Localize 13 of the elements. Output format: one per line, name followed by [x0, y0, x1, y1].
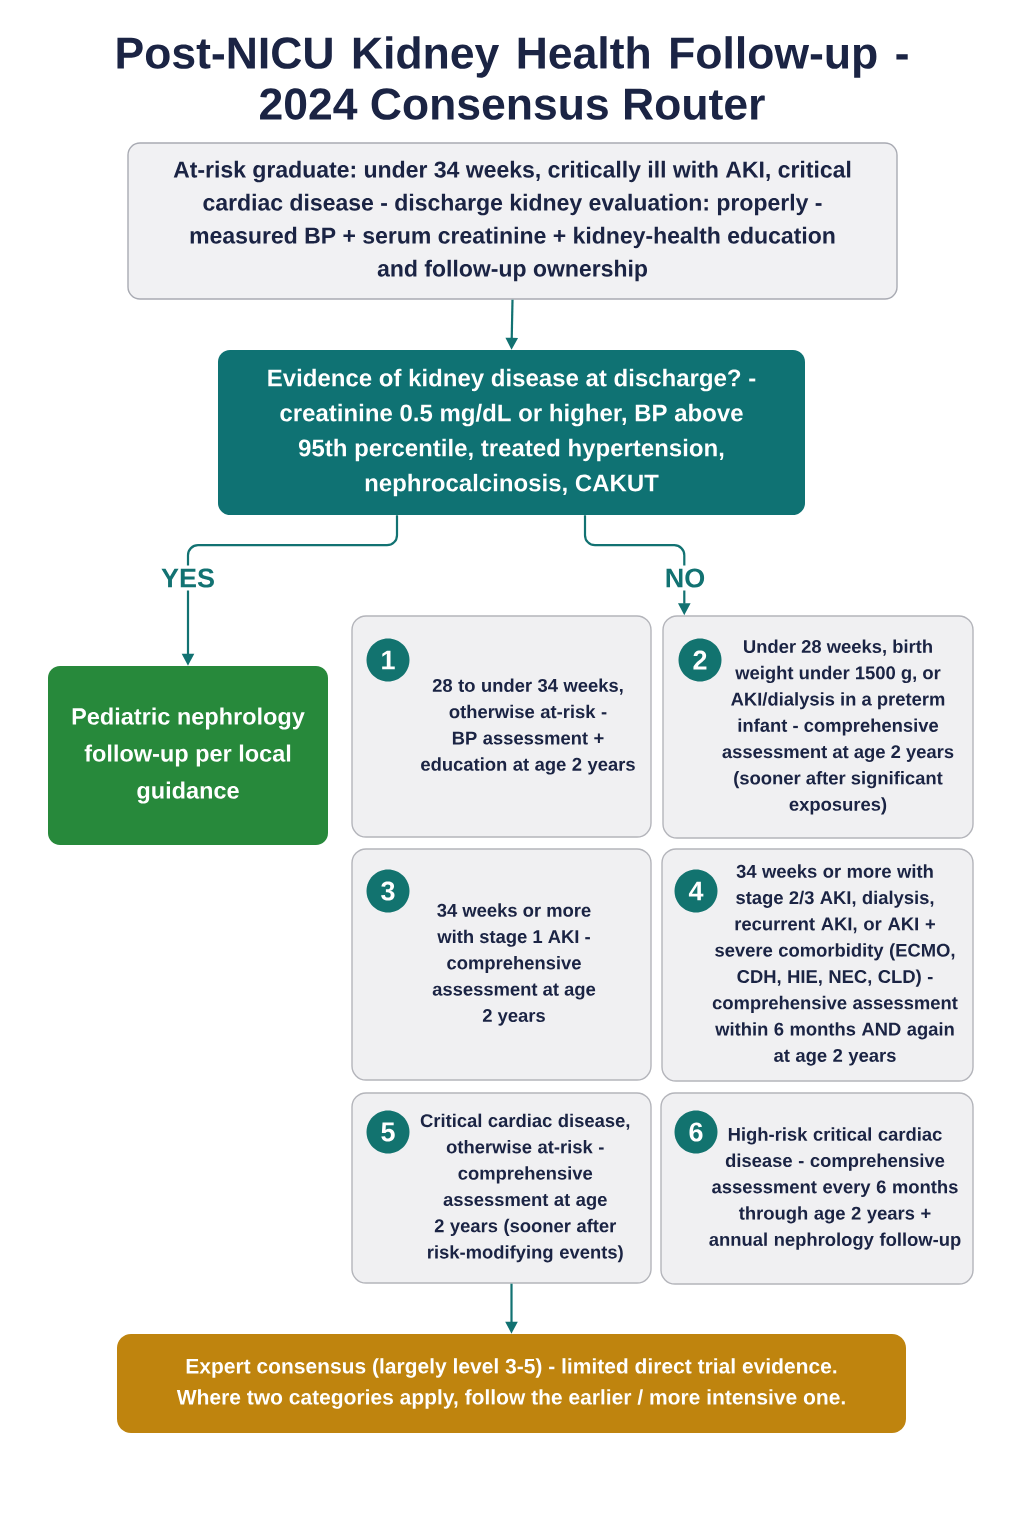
number-badge: 4	[674, 869, 718, 913]
title: Post-NICU Kidney Health Follow-up - 2024 Consensus Router	[117, 36, 908, 120]
number-badge: 6	[674, 1110, 718, 1154]
number-badge: 5	[366, 1110, 410, 1154]
number-badge: 1	[366, 638, 410, 682]
edge-label: NO	[661, 565, 709, 591]
decision-box: Evidence of kidney disease at discharge? - creatinine 0.5 mg/dL or higher, BP above 95th percentile, treated hypertension, nephrocalcinosis, CAKUT	[218, 350, 805, 515]
number-badge: 2	[678, 638, 722, 682]
number-badge: 3	[366, 869, 410, 913]
edge-label: YES	[158, 565, 218, 591]
note-banner: Expert consensus (largely level 3-5) - limited direct trial evidence. Where two categories apply, follow the earlier / more intensive one.	[117, 1334, 906, 1433]
process-box: At-risk graduate: under 34 weeks, critically ill with AKI, critical cardiac disease - discharge kidney evaluation: properly - measured BP + serum creatinine + kidney-health education and follow-up ownership	[127, 142, 898, 300]
outcome-box: Pediatric nephrology follow-up per local guidance	[48, 666, 328, 845]
